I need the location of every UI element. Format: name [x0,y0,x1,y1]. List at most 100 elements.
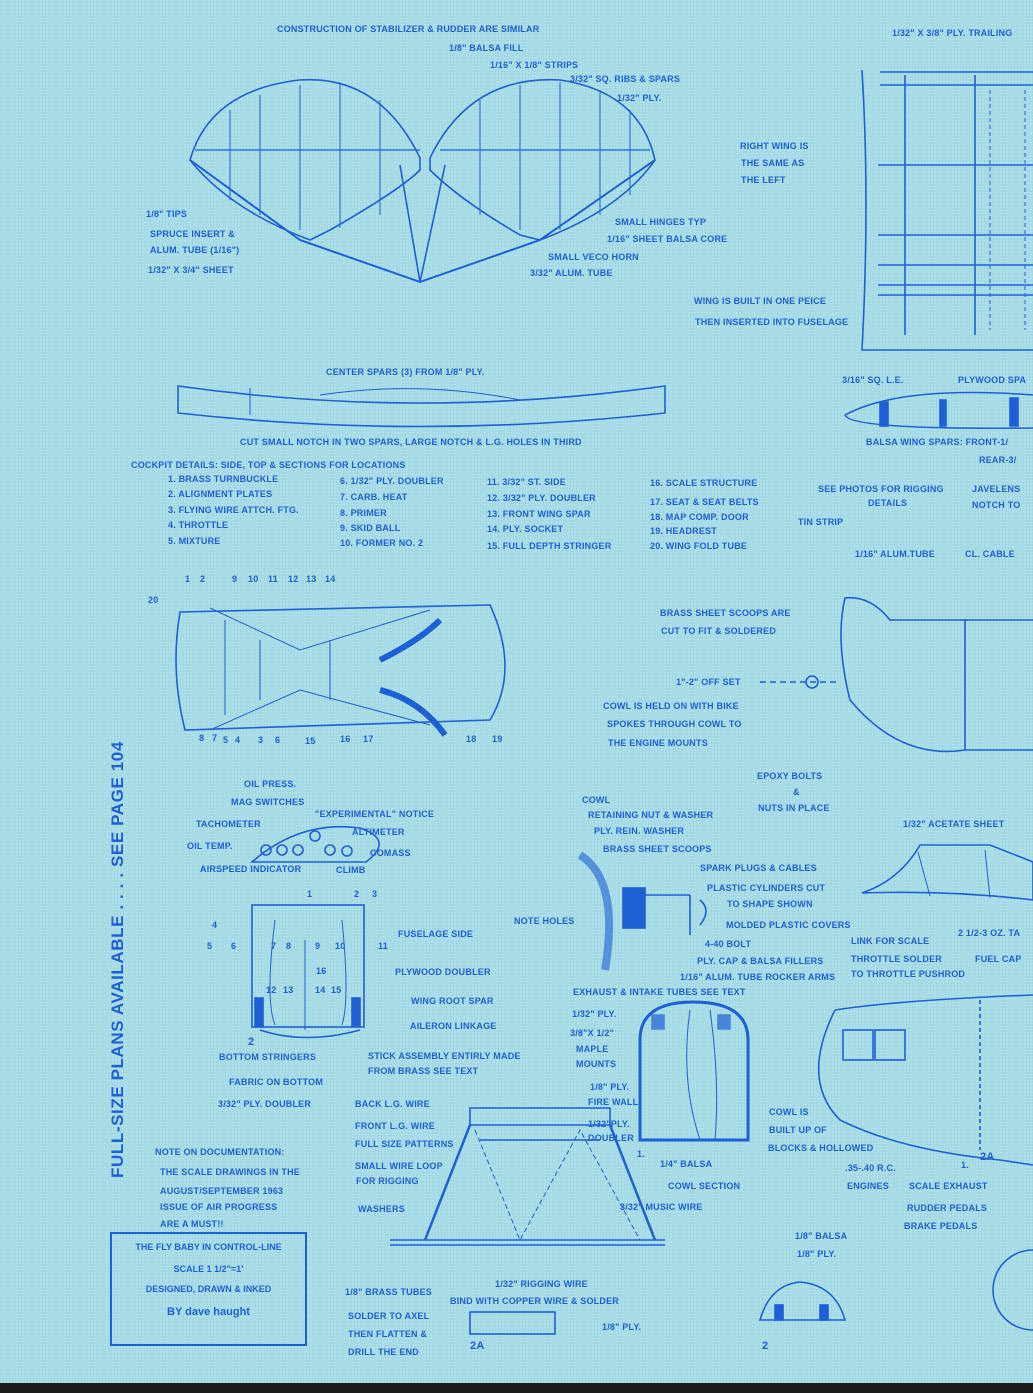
cockpit-section-drawing [251,904,365,1039]
list-item: 4. THROTTLE [168,520,229,530]
label: TIN STRIP [798,517,844,527]
label: 1"-2" OFF SET [676,677,741,687]
label: THEN INSERTED INTO FUSELAGE [695,317,849,327]
label: LINK FOR SCALE [851,936,930,946]
label: 3/32" MUSIC WIRE [620,1202,703,1212]
label: FROM BRASS SEE TEXT [368,1066,479,1076]
label: 1/32" PLY. [617,93,662,103]
callout-number: 4 [235,735,241,745]
label: WING IS BUILT IN ONE PEICE [694,296,827,306]
callout-number: 15 [305,736,316,746]
label: 1/16" SHEET BALSA CORE [607,234,728,244]
label: EXHAUST & INTAKE TUBES SEE TEXT [573,987,746,997]
label: AILERON LINKAGE [410,1021,497,1031]
title-block-credit: DESIGNED, DRAWN & INKED [145,1284,272,1294]
label: OIL PRESS. [244,779,297,789]
headrest-section-drawing [758,1281,847,1321]
label: SMALL WIRE LOOP [355,1161,443,1171]
label: BACK L.G. WIRE [355,1099,430,1109]
callout-number: 1 [307,889,313,899]
list-item: 14. PLY. SOCKET [487,524,564,534]
callout-number: 20 [148,595,159,605]
callout-number: 3 [258,735,264,745]
callout-number: 9 [232,574,238,584]
callout-number: 7 [271,941,277,951]
label: 3/8"X 1/2" [570,1028,615,1038]
label: FOR RIGGING [356,1176,419,1186]
label: 2 [248,1036,255,1048]
label: BUILT UP OF [769,1125,827,1135]
tail-surfaces-drawing [189,78,656,284]
plans-available-banner: FULL-SIZE PLANS AVAILABLE . . . . SEE PA… [108,741,127,1178]
label: FIRE WALL [588,1097,639,1107]
label: CENTER SPARS (3) FROM 1/8" PLY. [326,367,485,377]
label: MAG SWITCHES [231,797,305,807]
callout-number: 1 [185,574,191,584]
label: ARE A MUST!! [160,1219,224,1229]
callout-number: 14 [325,574,336,584]
label: SPARK PLUGS & CABLES [700,863,817,873]
label: THE ENGINE MOUNTS [608,738,708,748]
canopy-drawing [861,844,1033,901]
label: 2 1/2-3 OZ. TA [958,928,1021,938]
list-item: 13. FRONT WING SPAR [487,509,591,519]
label: & [793,787,800,797]
label: MAPLE [576,1044,609,1054]
wing-section-drawing [844,391,1033,430]
label: 1/8" BALSA FILL [449,43,524,53]
list-item: 18. MAP COMP. DOOR [650,512,749,522]
label: 2A [980,1151,995,1163]
callout-number: 12 [266,985,277,995]
label: RETAINING NUT & WASHER [588,810,714,820]
label: DETAILS [868,498,908,508]
label: .35-.40 R.C. [845,1163,896,1173]
label: FABRIC ON BOTTOM [229,1077,324,1087]
callout-number: 2 [200,574,206,584]
tail-heading: CONSTRUCTION OF STABILIZER & RUDDER ARE … [277,24,540,34]
label: 1. [637,1149,645,1159]
callout-number: 16 [340,734,351,744]
label: BOTTOM STRINGERS [219,1052,317,1062]
callout-number: 2 [354,889,360,899]
label: MOLDED PLASTIC COVERS [726,920,851,930]
label: PLYWOOD SPA [958,375,1027,385]
label: AIRSPEED INDICATOR [200,864,302,874]
list-item: 20. WING FOLD TUBE [650,541,748,551]
label: SPRUCE INSERT & [150,229,236,239]
label: COMASS [370,848,411,858]
list-item: 2. ALIGNMENT PLATES [168,489,273,499]
label: 1/16" X 1/8" STRIPS [490,60,579,70]
callout-number: 11 [378,941,388,951]
scan-edge [0,1383,1033,1393]
callout-number: 6 [231,941,237,951]
center-spar-drawing [177,385,666,428]
label: BALSA WING SPARS: FRONT-1/ [866,437,1009,447]
label: 1/32"PLY. [588,1119,630,1129]
label: OIL TEMP. [187,841,233,851]
label: 1/32" X 3/8" PLY. TRAILING [892,28,1013,38]
callout-number: 8 [199,733,205,743]
title-block: THE FLY BABY IN CONTROL-LINE SCALE 1 1/2… [110,1232,307,1346]
label: STICK ASSEMBLY ENTIRLY MADE [368,1051,521,1061]
label: CUT SMALL NOTCH IN TWO SPARS, LARGE NOTC… [240,437,582,447]
landing-gear-drawing [390,1107,665,1335]
callout-number: 6 [275,735,281,745]
label: REAR-3/ [979,455,1017,465]
label: NOTE HOLES [514,916,575,926]
label: 1/8" PLY. [590,1082,630,1092]
label: 3/32" PLY. DOUBLER [218,1099,312,1109]
label: "EXPERIMENTAL" NOTICE [315,809,435,819]
label: 1/32" X 3/4" SHEET [148,265,234,275]
doc-heading: NOTE ON DOCUMENTATION: [155,1147,285,1157]
callout-number: 10 [335,941,346,951]
side-view-drawing [817,994,1033,1331]
label: BIND WITH COPPER WIRE & SOLDER [450,1296,620,1306]
label: SEE PHOTOS FOR RIGGING [818,484,944,494]
label: CUT TO FIT & SOLDERED [661,626,777,636]
label: RUDDER PEDALS [907,1203,988,1213]
label: THEN FLATTEN & [348,1329,428,1339]
callout-number: 16 [316,966,327,976]
label: 2A [470,1340,485,1352]
label: DOUBLER [588,1133,634,1143]
